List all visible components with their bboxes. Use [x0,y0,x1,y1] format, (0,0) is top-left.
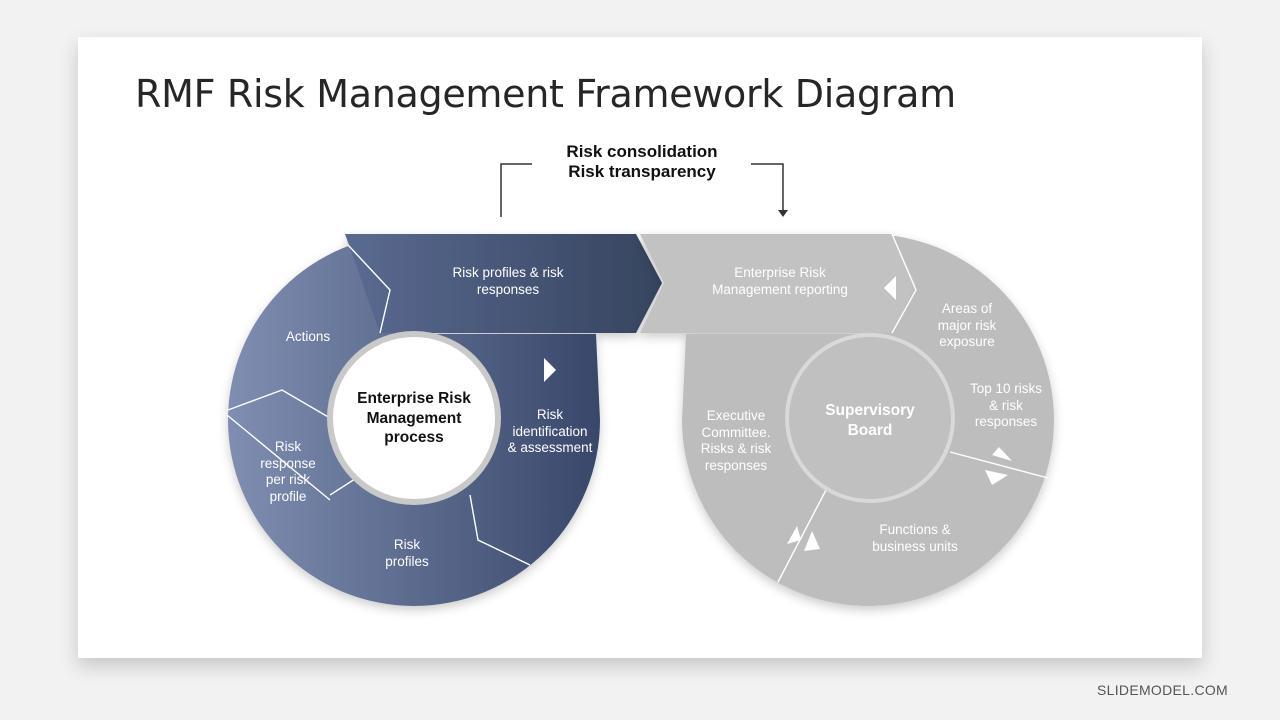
right-play-arrow-icon [884,276,896,300]
slide-title: RMF Risk Management Framework Diagram [135,72,956,116]
bracket-left-line [500,163,532,217]
label-functions-business-units: Functions &business units [872,522,958,554]
right-arrow-banner [640,234,916,333]
right-triangle-icon-1 [992,447,1012,461]
left-play-arrow-icon [544,358,556,382]
right-triangle-icon-3 [787,526,801,544]
bracket-right-line [751,163,784,211]
right-dividers [777,233,1049,583]
consolidation-bracket [500,163,784,217]
bracket-arrowhead-icon [778,210,788,217]
right-triangle-icon-4 [804,531,820,551]
label-actions: Actions [285,329,331,344]
footer-brand: SLIDEMODEL.COM [1097,682,1228,698]
right-triangle-icon-2 [985,470,1008,485]
left-arrow-banner [345,234,662,333]
left-center-circle [327,331,501,505]
consolidation-label: Risk consolidation Risk transparency [510,142,774,182]
consolidation-line-1: Risk consolidation [566,142,718,161]
consolidation-line-2: Risk transparency [568,162,716,181]
right-center-circle [785,333,955,503]
